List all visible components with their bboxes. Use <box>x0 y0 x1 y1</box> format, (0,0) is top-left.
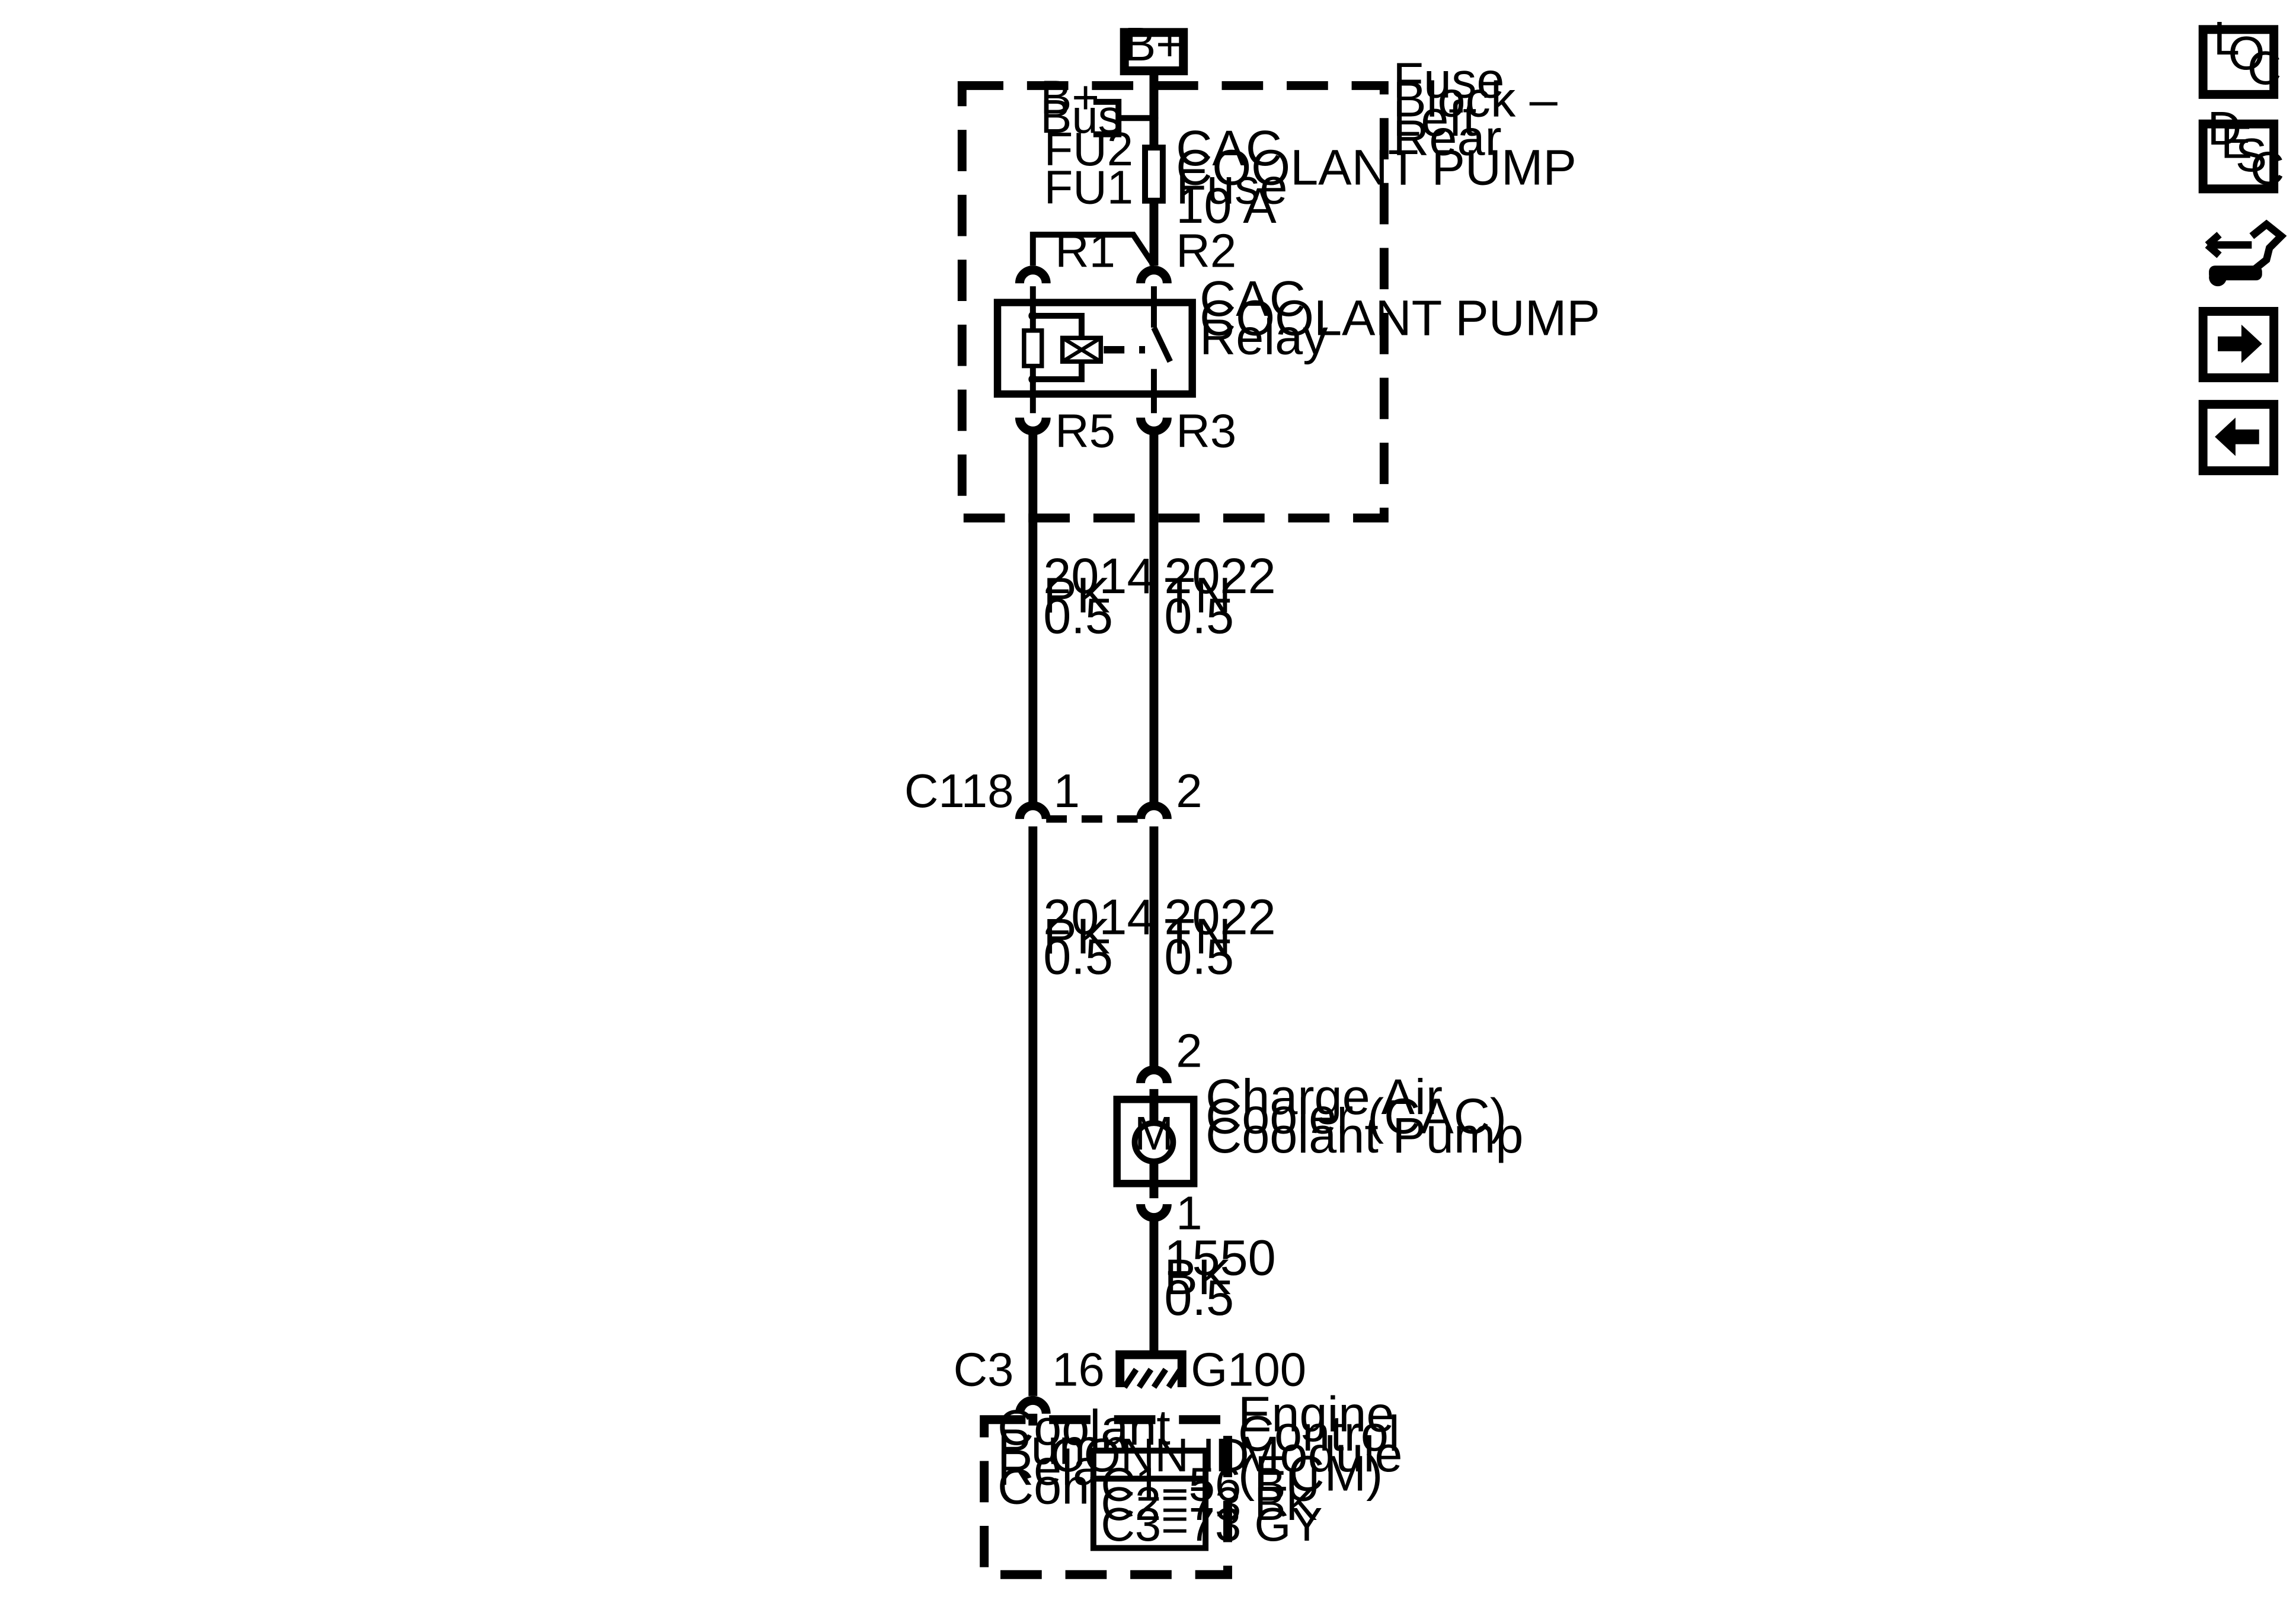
svg-text:0.5: 0.5 <box>1164 1269 1234 1326</box>
svg-text:PK: PK <box>1043 566 1110 623</box>
relay-label: CAC COOLANT PUMP Relay <box>1200 270 1600 365</box>
svg-text:0.5: 0.5 <box>1043 587 1113 644</box>
wire-label-2022-upper: 2022 TN 0.5 <box>1164 548 1275 644</box>
svg-text:PK: PK <box>1043 908 1110 964</box>
b-plus-bus-bracket <box>1093 98 1154 137</box>
bus-label-1: B+ <box>1040 71 1099 124</box>
ground-icon <box>1115 1350 1187 1389</box>
cac-coolant-pump-fuse <box>1142 145 1166 204</box>
svg-text:0.5: 0.5 <box>1164 929 1234 985</box>
ecm-outline <box>980 1415 1232 1579</box>
pump-pin-1-label: 1 <box>1176 1186 1202 1239</box>
conn-id-table: CONN ID C1=56 BU C2=73 BK C3=73 GY <box>1050 1429 1323 1551</box>
svg-text:Engine: Engine <box>1238 1386 1395 1442</box>
b-plus-source: B+ <box>1120 18 1188 76</box>
svg-text:Block –: Block – <box>1393 71 1558 127</box>
conn-id-row: C2=73 BK <box>1101 1477 1317 1530</box>
description-button[interactable]: D E S C <box>2198 102 2285 194</box>
loc-letter: L <box>2214 12 2240 65</box>
location-button[interactable]: L O C <box>2198 12 2282 99</box>
svg-text:2014: 2014 <box>1043 888 1155 945</box>
svg-text:2022: 2022 <box>1164 888 1275 945</box>
arrow-right-icon <box>2218 324 2262 363</box>
c118-pin-1: 1 <box>1054 764 1080 817</box>
relay-terminal-r2 <box>1136 265 1172 284</box>
desc-letter: E <box>2221 115 2252 168</box>
svg-text:(ECM): (ECM) <box>1238 1445 1383 1501</box>
desc-letter: S <box>2236 129 2267 181</box>
svg-text:COOLANT PUMP: COOLANT PUMP <box>1176 139 1576 195</box>
svg-text:Fuse: Fuse <box>1393 52 1504 108</box>
c118-pin-2: 2 <box>1176 764 1202 817</box>
pin-r3-label: R3 <box>1176 405 1236 457</box>
svg-text:0.5: 0.5 <box>1043 929 1113 985</box>
fuse-pin-fu1: FU1 <box>1044 161 1133 214</box>
desc-letter: D <box>2208 102 2242 155</box>
wire-label-2014-upper: 2014 PK 0.5 <box>1043 548 1155 644</box>
svg-text:0.5: 0.5 <box>1164 587 1234 644</box>
svg-text:Coolant: Coolant <box>997 1399 1171 1455</box>
pump-terminal-1 <box>1136 1204 1172 1222</box>
bus-label-2: Bus <box>1040 90 1121 143</box>
pin-r2-label: R2 <box>1176 225 1236 277</box>
connector-info-icon[interactable] <box>2205 219 2287 287</box>
svg-text:Module: Module <box>1238 1426 1403 1482</box>
connector-c118-label: C118 <box>904 764 1014 817</box>
svg-text:Charge Air: Charge Air <box>1205 1068 1443 1125</box>
wire-label-2022-lower: 2022 TN 0.5 <box>1164 888 1275 984</box>
svg-text:TN: TN <box>1164 566 1231 623</box>
wire-label-1550: 1550 BK 0.5 <box>1164 1230 1275 1326</box>
fuse-block-outline <box>957 81 1389 523</box>
svg-text:Cooler (CAC): Cooler (CAC) <box>1205 1088 1507 1144</box>
ecm-name-label: Engine Control Module (ECM) <box>1238 1386 1403 1502</box>
svg-text:Coolant Pump: Coolant Pump <box>1205 1107 1523 1163</box>
conn-id-row: C3=73 GY <box>1101 1498 1322 1551</box>
svg-text:Control: Control <box>1238 1405 1400 1461</box>
desc-letter: C <box>2250 142 2285 194</box>
b-plus-label: B+ <box>1124 18 1184 71</box>
pump-terminal-2 <box>1136 1065 1172 1084</box>
connector-c118 <box>1015 801 1172 841</box>
svg-text:1550: 1550 <box>1164 1230 1275 1286</box>
loc-letter: O <box>2228 27 2265 79</box>
pump-pin-2-label: 2 <box>1176 1025 1202 1077</box>
svg-text:COOLANT PUMP: COOLANT PUMP <box>1200 289 1600 345</box>
next-page-button[interactable] <box>2198 306 2279 383</box>
motor-label: M <box>1134 1107 1173 1160</box>
arrow-left-icon <box>2215 417 2259 456</box>
loc-letter: C <box>2247 41 2282 94</box>
conn-id-row: C1=56 BU <box>1101 1458 1320 1511</box>
relay-terminal-r1 <box>1015 265 1051 284</box>
relay-terminal-r5 <box>1015 417 1051 436</box>
fuse-block-name: Fuse Block – Left Rear <box>1393 52 1558 165</box>
svg-text:10 A: 10 A <box>1176 177 1277 233</box>
pin-r1-label: R1 <box>1055 225 1115 277</box>
ecm-terminal-16 <box>1015 1395 1051 1414</box>
pin-r5-label: R5 <box>1055 405 1115 457</box>
svg-text:Relay: Relay <box>1200 309 1328 365</box>
svg-text:2022: 2022 <box>1164 548 1275 604</box>
svg-text:TN: TN <box>1164 908 1231 964</box>
svg-text:CAC: CAC <box>1176 120 1282 176</box>
previous-page-button[interactable] <box>2198 399 2279 475</box>
svg-text:Rear: Rear <box>1393 109 1501 165</box>
conn-id-title: CONN ID <box>1050 1429 1249 1481</box>
pump-label: Charge Air Cooler (CAC) Coolant Pump <box>1205 1068 1523 1163</box>
wire-r2-to-r1-feed <box>1029 231 1157 268</box>
ecm-connector-c3-label: C3 <box>954 1343 1014 1395</box>
relay-switch-contact <box>1151 326 1173 363</box>
svg-text:CAC: CAC <box>1200 270 1306 327</box>
fuse-pin-fu2: FU2 <box>1044 123 1133 175</box>
svg-text:2014: 2014 <box>1043 548 1155 604</box>
wire-label-2014-lower: 2014 PK 0.5 <box>1043 888 1155 984</box>
svg-text:Fuse: Fuse <box>1176 158 1287 215</box>
ground-g100-label: G100 <box>1191 1343 1306 1395</box>
relay-terminal-r3 <box>1136 417 1172 436</box>
svg-text:Left: Left <box>1393 90 1476 146</box>
svg-text:BK: BK <box>1164 1249 1231 1305</box>
fuse-label: CAC COOLANT PUMP Fuse 10 A <box>1176 120 1576 233</box>
relay-coil-resistor <box>1022 328 1044 369</box>
ecm-pin-16-label: 16 <box>1052 1343 1105 1395</box>
